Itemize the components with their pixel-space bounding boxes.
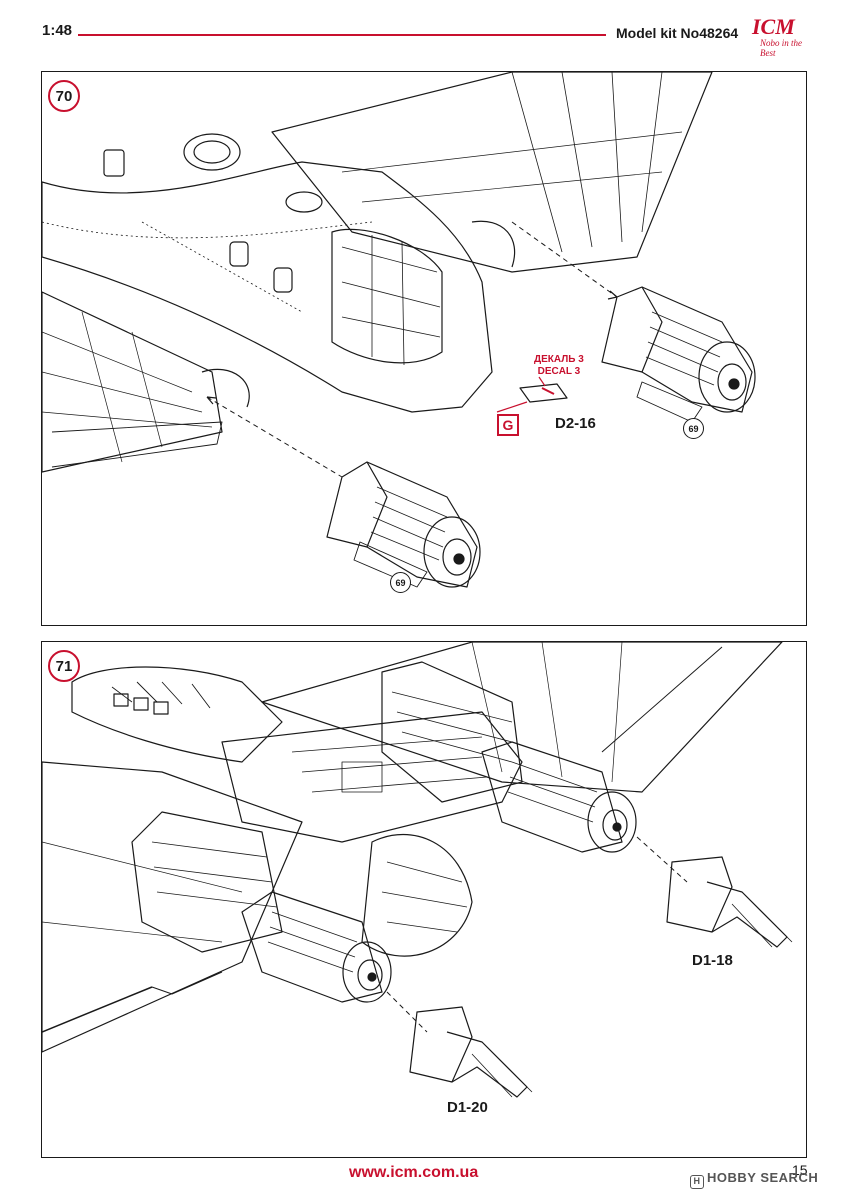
- subassembly-ref-lower: 69: [390, 572, 411, 593]
- website-url[interactable]: www.icm.com.ua: [349, 1164, 479, 1181]
- step-71-number: 71: [48, 650, 80, 682]
- logo-mark: ICM: [752, 14, 795, 39]
- icm-logo: ICM Nobo in the Best: [752, 16, 812, 64]
- step-71-illustration: [42, 642, 793, 1098]
- page-number: 15: [792, 1162, 808, 1178]
- scale-label: 1:48: [42, 22, 73, 39]
- subassembly-ref-upper: 69: [683, 418, 704, 439]
- step-70-number: 70: [48, 80, 80, 112]
- engine-assembly-lower: [326, 461, 481, 588]
- cowling-part-d1-20: [409, 1006, 533, 1098]
- decal-3-ru: ДЕКАЛЬ 3: [534, 354, 584, 365]
- step-71-panel: 71 D1-18 D1-20: [41, 641, 807, 1158]
- paint-code-g: G: [497, 414, 519, 436]
- engine-assembly-upper: [601, 286, 756, 423]
- header-rule: [78, 34, 606, 36]
- cowling-part-d1-18: [666, 856, 793, 948]
- kit-number: Model kit No48264: [616, 25, 739, 41]
- engine-right: [481, 741, 637, 853]
- decal-3-note: ДЕКАЛЬ 3 DECAL 3: [534, 354, 584, 378]
- decal-3-en: DECAL 3: [537, 366, 581, 377]
- part-d1-20-label: D1-20: [447, 1099, 488, 1116]
- part-d1-18-label: D1-18: [692, 952, 733, 969]
- engine-left: [241, 891, 392, 1003]
- watermark-text: HOBBY SEARCH: [707, 1170, 819, 1185]
- step-70-illustration: [42, 72, 756, 588]
- part-d2-16-label: D2-16: [555, 415, 596, 432]
- step-70-panel: 70 ДЕКАЛЬ 3 DECAL 3 G D2-16 69 69: [41, 71, 807, 626]
- logo-tagline: Nobo in the Best: [760, 38, 802, 58]
- hobby-search-icon: H: [690, 1175, 704, 1189]
